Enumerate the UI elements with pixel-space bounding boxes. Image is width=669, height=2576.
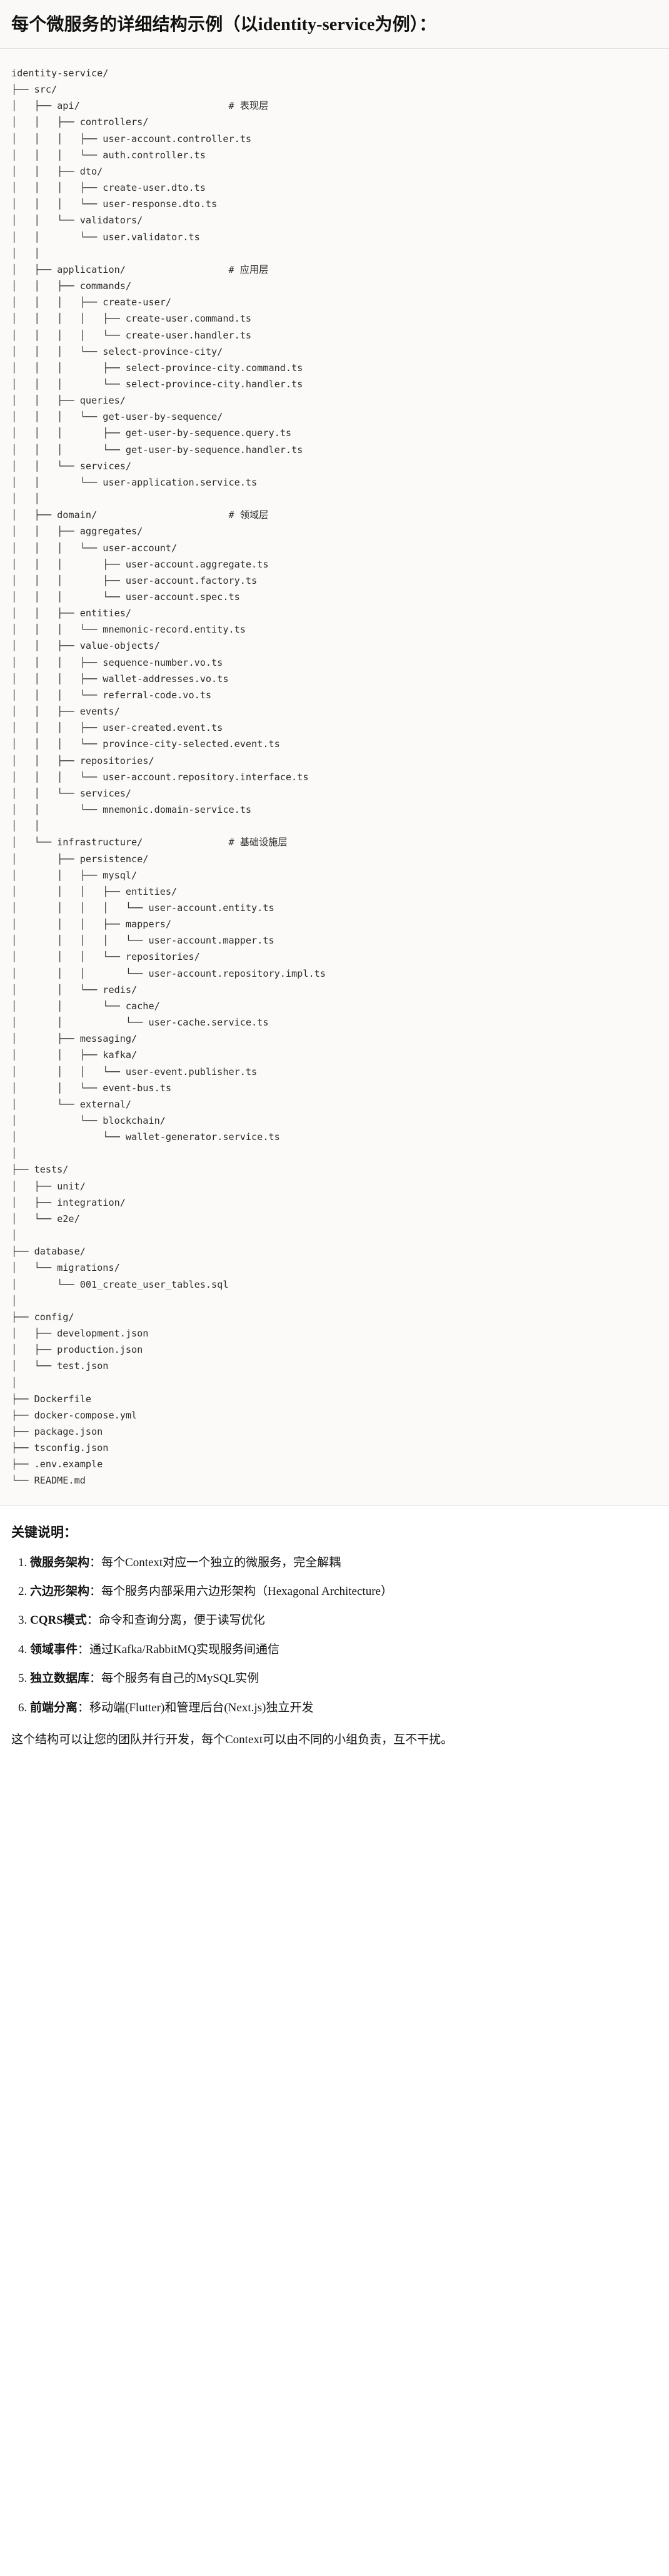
title-band: 每个微服务的详细结构示例（以identity-service为例）： (0, 0, 669, 49)
point-term: CQRS模式 (30, 1614, 87, 1627)
point-desc: ：通过Kafka/RabbitMQ实现服务间通信 (78, 1642, 279, 1656)
key-points-list: 微服务架构：每个Context对应一个独立的微服务，完全解耦 六边形架构：每个服… (11, 1554, 658, 1718)
point-term: 独立数据库 (30, 1672, 90, 1686)
point-term: 前端分离 (30, 1701, 78, 1714)
document-root: 每个微服务的详细结构示例（以identity-service为例）： ident… (0, 0, 669, 1769)
key-notes-section: 关键说明： 微服务架构：每个Context对应一个独立的微服务，完全解耦 六边形… (0, 1505, 669, 1769)
list-item: 微服务架构：每个Context对应一个独立的微服务，完全解耦 (30, 1554, 658, 1572)
list-item: 前端分离：移动端(Flutter)和管理后台(Next.js)独立开发 (30, 1699, 658, 1717)
point-term: 六边形架构 (30, 1585, 90, 1599)
list-item: 领域事件：通过Kafka/RabbitMQ实现服务间通信 (30, 1641, 658, 1659)
point-desc: ：每个服务有自己的MySQL实例 (89, 1672, 259, 1686)
point-term: 微服务架构 (30, 1555, 90, 1569)
point-desc: ：每个Context对应一个独立的微服务，完全解耦 (89, 1555, 341, 1569)
list-item: 独立数据库：每个服务有自己的MySQL实例 (30, 1669, 658, 1688)
list-item: 六边形架构：每个服务内部采用六边形架构（Hexagonal Architectu… (30, 1582, 658, 1601)
directory-tree-block: identity-service/ ├── src/ │ ├── api/ # … (0, 49, 669, 1506)
point-term: 领域事件 (30, 1642, 78, 1656)
key-notes-heading: 关键说明： (11, 1524, 77, 1540)
point-desc: ：移动端(Flutter)和管理后台(Next.js)独立开发 (78, 1701, 314, 1714)
point-desc: ：命令和查询分离，便于读写优化 (86, 1614, 265, 1627)
closing-paragraph: 这个结构可以让您的团队并行开发，每个Context可以由不同的小组负责，互不干扰… (11, 1733, 453, 1747)
directory-tree: identity-service/ ├── src/ │ ├── api/ # … (11, 68, 326, 1487)
point-desc: ：每个服务内部采用六边形架构（Hexagonal Architecture） (89, 1585, 393, 1599)
page-title: 每个微服务的详细结构示例（以identity-service为例）： (11, 15, 437, 34)
list-item: CQRS模式：命令和查询分离，便于读写优化 (30, 1611, 658, 1629)
